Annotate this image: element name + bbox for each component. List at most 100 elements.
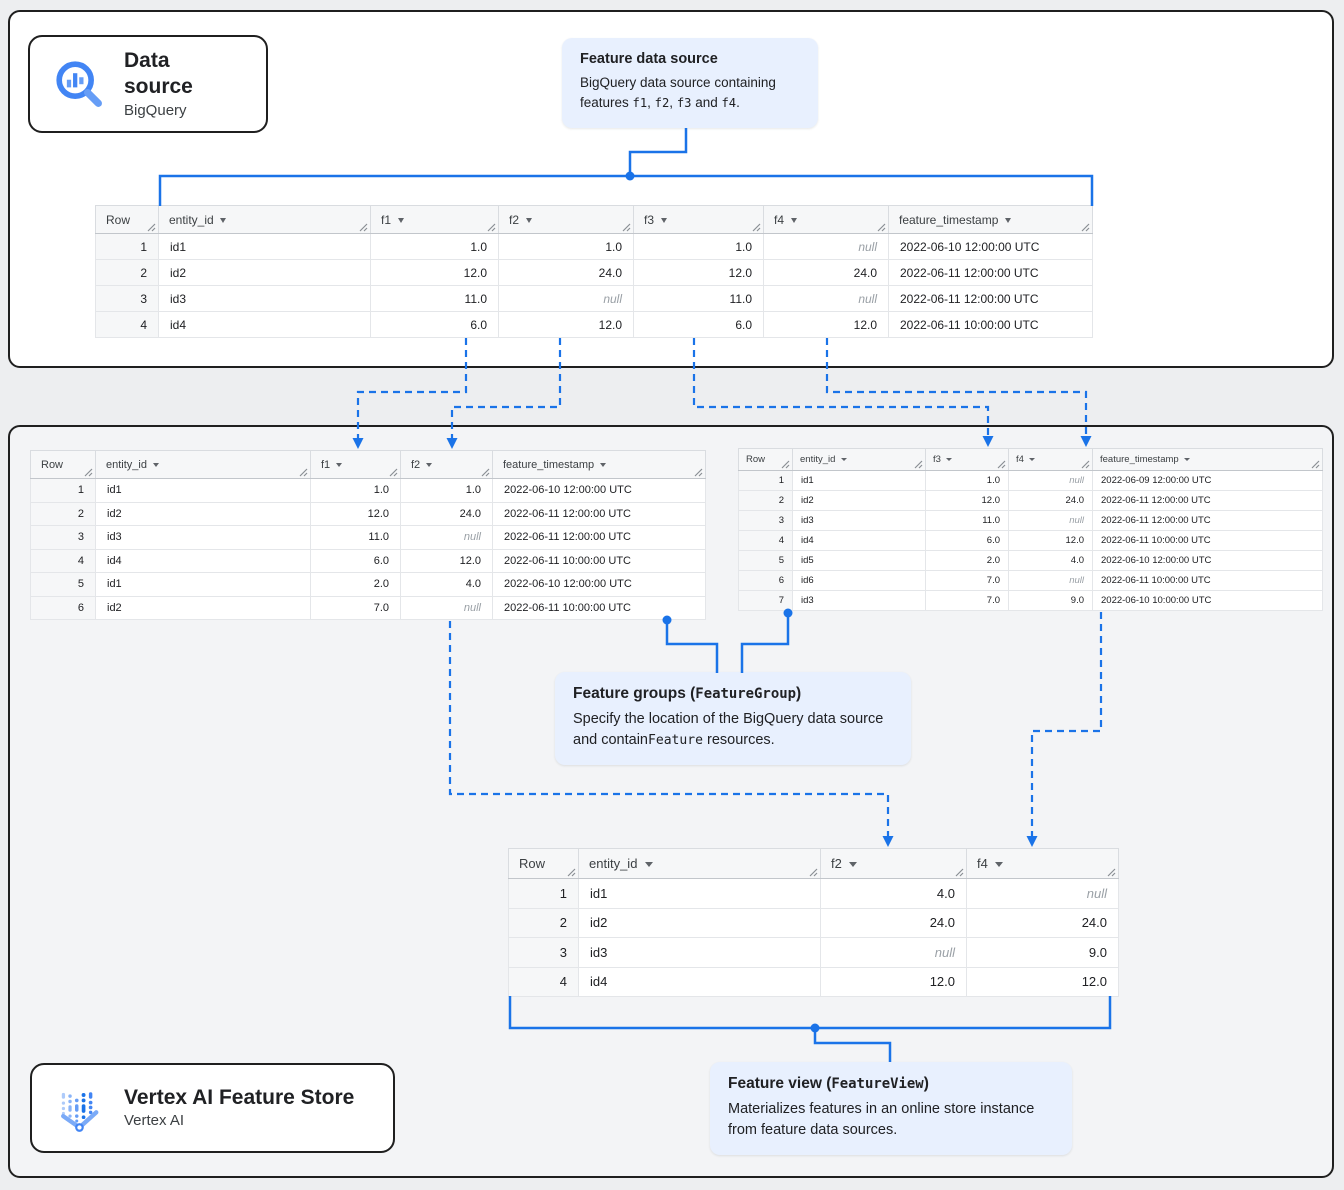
column-resize-icon [781, 460, 790, 469]
cell: 2.0 [925, 550, 1009, 571]
cell: 2022-06-10 12:00:00 UTC [888, 233, 1093, 260]
cell: 24.0 [400, 501, 493, 526]
column-resize-icon [694, 468, 703, 477]
column-resize-icon [147, 223, 156, 232]
column-menu-caret-icon [220, 217, 227, 223]
column-header-f3: f3 [633, 205, 764, 234]
data-source-subtitle: BigQuery [124, 101, 187, 119]
callout-title: Feature groups (FeatureGroup) [573, 685, 802, 702]
callout-body: Materializes features in an online store… [728, 1101, 1035, 1139]
cell: 2.0 [310, 572, 401, 597]
cell: 11.0 [925, 510, 1009, 531]
column-header-f4: f4 [1008, 448, 1093, 471]
cell: 2022-06-10 12:00:00 UTC [492, 478, 706, 503]
cell: 4 [508, 966, 579, 997]
column-resize-icon [752, 223, 761, 232]
cell: 9.0 [966, 937, 1119, 968]
column-resize-icon [481, 468, 490, 477]
column-menu-caret-icon [1004, 217, 1011, 223]
cell: 4 [30, 548, 96, 573]
cell: 2022-06-09 12:00:00 UTC [1092, 470, 1323, 491]
cell: 3 [738, 510, 793, 531]
cell: 3 [30, 525, 96, 550]
callout-body: Specify the location of the BigQuery dat… [573, 711, 884, 749]
column-menu-caret-icon [397, 217, 404, 223]
cell: null [1008, 510, 1093, 531]
cell: id1 [95, 478, 311, 503]
feature-view-callout: Feature view (FeatureView) Materializes … [710, 1062, 1072, 1156]
cell: 9.0 [1008, 590, 1093, 611]
cell: id2 [158, 259, 371, 286]
cell: 4 [95, 311, 159, 338]
column-resize-icon [487, 223, 496, 232]
feature-store-title: Vertex AI Feature Store [124, 1086, 355, 1110]
cell: id3 [792, 590, 926, 611]
cell: 12.0 [966, 966, 1119, 997]
column-menu-caret-icon [994, 862, 1003, 868]
cell: 24.0 [1008, 490, 1093, 511]
column-header-f2: f2 [400, 450, 493, 479]
column-header-f1: f1 [370, 205, 499, 234]
feature-store-badge: Vertex AI Feature Store Vertex AI [30, 1063, 395, 1153]
cell: 6 [30, 595, 96, 620]
cell: 4.0 [820, 878, 967, 909]
cell: 2022-06-10 12:00:00 UTC [492, 572, 706, 597]
cell: id2 [95, 501, 311, 526]
cell: null [498, 285, 634, 312]
column-menu-caret-icon [153, 462, 160, 467]
column-resize-icon [997, 460, 1006, 469]
cell: 11.0 [633, 285, 764, 312]
column-menu-caret-icon [660, 217, 667, 223]
cell: 2022-06-11 10:00:00 UTC [492, 548, 706, 573]
column-resize-icon [622, 223, 631, 232]
cell: id2 [792, 490, 926, 511]
cell: 24.0 [498, 259, 634, 286]
cell: 1 [95, 233, 159, 260]
cell: 2022-06-11 12:00:00 UTC [492, 501, 706, 526]
cell: null [966, 878, 1119, 909]
cell: id2 [578, 907, 821, 938]
bigquery-magnifier-icon [52, 57, 106, 111]
cell: 7.0 [925, 590, 1009, 611]
cell: null [820, 937, 967, 968]
column-header-Row: Row [95, 205, 159, 234]
column-resize-icon [1311, 460, 1320, 469]
cell: 1 [30, 478, 96, 503]
cell: id1 [792, 470, 926, 491]
cell: 2022-06-11 10:00:00 UTC [888, 311, 1093, 338]
column-header-f4: f4 [763, 205, 889, 234]
cell: 6.0 [925, 530, 1009, 551]
cell: 2 [738, 490, 793, 511]
column-resize-icon [877, 223, 886, 232]
column-menu-caret-icon [848, 862, 857, 868]
column-menu-caret-icon [946, 457, 953, 461]
cell: 2 [30, 501, 96, 526]
cell: 1.0 [925, 470, 1009, 491]
cell: 1 [508, 878, 579, 909]
column-header-feature_timestamp: feature_timestamp [888, 205, 1093, 234]
callout-title: Feature data source [580, 51, 718, 67]
column-header-f2: f2 [498, 205, 634, 234]
cell: id3 [158, 285, 371, 312]
column-resize-icon [1107, 868, 1116, 877]
column-header-entity_id: entity_id [95, 450, 311, 479]
cell: id6 [792, 570, 926, 591]
cell: 12.0 [400, 548, 493, 573]
cell: 6.0 [370, 311, 499, 338]
column-header-entity_id: entity_id [792, 448, 926, 471]
column-header-feature_timestamp: feature_timestamp [1092, 448, 1323, 471]
cell: 4.0 [400, 572, 493, 597]
column-header-entity_id: entity_id [158, 205, 371, 234]
cell: null [1008, 570, 1093, 591]
